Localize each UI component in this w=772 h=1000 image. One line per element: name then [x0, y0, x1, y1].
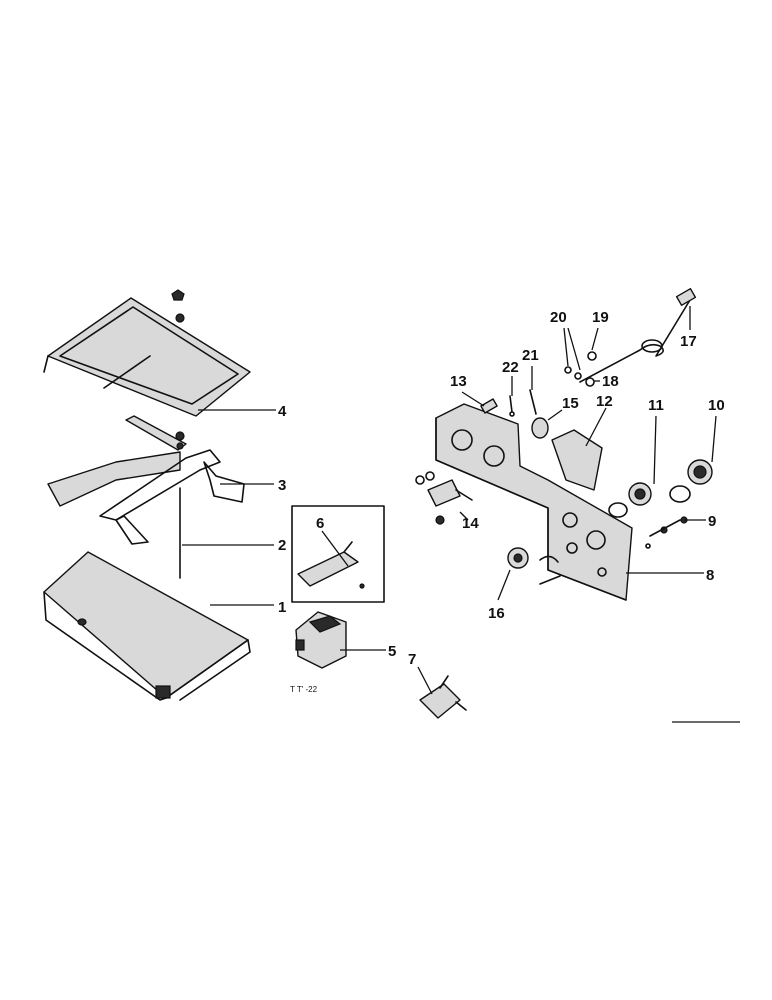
instrument-panel-part-8	[435, 403, 633, 601]
socket-part-15	[531, 417, 549, 439]
leader-lines	[182, 306, 740, 723]
bracket-box-part-6	[291, 505, 385, 603]
callout-22: 22	[502, 359, 519, 376]
callout-18: 18	[602, 373, 619, 390]
callout-7: 7	[408, 651, 416, 668]
connector-part-16	[507, 547, 561, 585]
fittings-part-9	[645, 516, 688, 549]
callout-3: 3	[278, 477, 286, 494]
callout-13: 13	[450, 373, 467, 390]
callout-12: 12	[596, 393, 613, 410]
callout-8: 8	[706, 567, 714, 584]
switch-assembly-part-14	[415, 471, 473, 525]
grommet-part-18	[585, 377, 595, 387]
callout-1: 1	[278, 599, 286, 616]
callout-4: 4	[278, 403, 287, 420]
support-bracket-part-3	[47, 415, 245, 545]
bulb-part-13	[480, 398, 498, 414]
callout-17: 17	[680, 333, 697, 350]
callout-10: 10	[708, 397, 725, 414]
callout-9: 9	[708, 513, 716, 530]
switch-part-7	[419, 675, 467, 719]
plate-part-12	[551, 429, 603, 491]
gauge-part-11	[608, 482, 652, 518]
callout-6: 6	[316, 515, 324, 532]
wire-part-21	[529, 389, 537, 415]
callout-20: 20	[550, 309, 567, 326]
washer-part-22	[509, 395, 515, 417]
callout-15: 15	[562, 395, 579, 412]
callout-19: 19	[592, 309, 609, 326]
terminals-part-20	[564, 366, 582, 380]
coil-part-5	[295, 611, 347, 669]
callout-14: 14	[462, 515, 479, 532]
callout-16: 16	[488, 605, 505, 622]
base-cover-part-1	[43, 551, 251, 701]
figure-reference: T T' -22	[290, 685, 318, 694]
callout-11: 11	[648, 397, 664, 414]
terminal-part-19	[587, 351, 597, 361]
wing-nut-fastener	[171, 289, 185, 323]
callout-5: 5	[388, 643, 396, 660]
callout-labels: 1 2 3 4 5 6 7 8 9 10 11 12 13 14 15 16 1…	[278, 309, 725, 694]
callout-21: 21	[522, 347, 539, 364]
callout-2: 2	[278, 537, 286, 554]
gauge-part-10	[669, 459, 713, 503]
cover-plate-part-4	[43, 297, 251, 417]
cable-part-17	[579, 287, 697, 383]
